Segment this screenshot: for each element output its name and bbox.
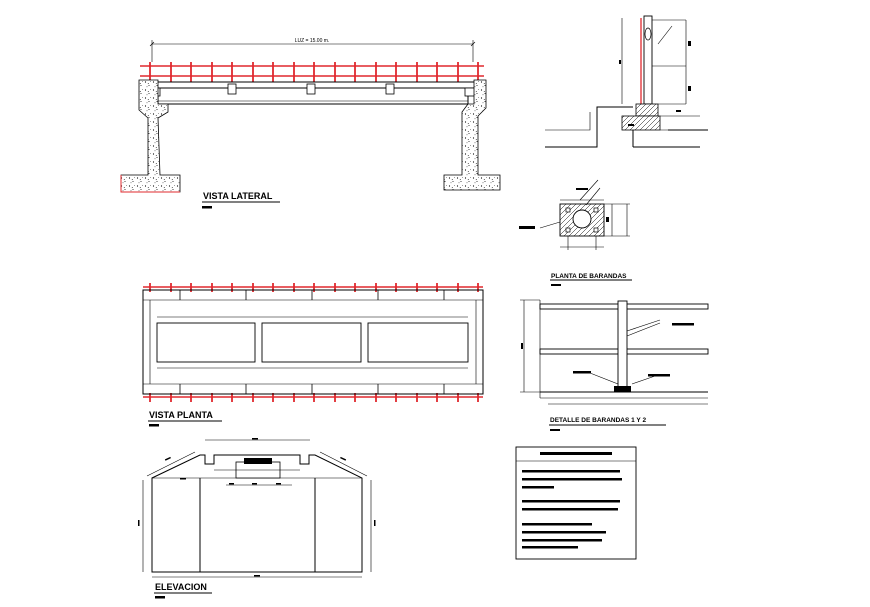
span-dimension-line: [149, 40, 476, 62]
left-abutment: [120, 79, 181, 193]
railing-plan-title: PLANTA DE BARANDAS: [551, 273, 627, 280]
plan-deck-outline: [142, 289, 484, 395]
plan-panel-1: [156, 322, 256, 363]
right-abutment: [443, 79, 501, 191]
notes-line-6: [522, 523, 592, 526]
notes-header-bar: [540, 452, 612, 455]
elevation-outline: [151, 454, 363, 573]
railing-detail-title: DETALLE DE BARANDAS 1 Y 2: [550, 417, 646, 424]
notes-line-1: [522, 470, 620, 473]
railing-plan-view: PLANTA DE BARANDAS: [519, 179, 632, 286]
notes-box: [515, 446, 637, 560]
notes-line-2: [522, 478, 622, 481]
lateral-scale-bar: [202, 206, 212, 209]
railing-plan-scale-bar: [551, 284, 561, 286]
span-dimension-text: LUZ = 15.00 m.: [295, 38, 330, 44]
lateral-railing: [140, 62, 484, 82]
left-abutment-outline: [120, 175, 180, 193]
railing-detail-view: DETALLE DE BARANDAS 1 Y 2: [520, 299, 709, 431]
plan-panel-2: [261, 322, 362, 363]
plan-panel-3: [367, 322, 469, 363]
elevation-scale-bar: [155, 596, 165, 599]
railing-detail-scale-bar: [550, 429, 560, 431]
notes-line-5: [522, 508, 618, 511]
plan-view: VISTA PLANTA: [142, 283, 484, 427]
elevation-view-title: ELEVACION: [155, 582, 207, 592]
elevation-view: ELEVACION: [138, 438, 376, 599]
elevation-dimensions: [138, 438, 376, 578]
railing-section-view: [545, 15, 708, 148]
notes-line-8: [522, 539, 602, 542]
lateral-view: LUZ = 15.00 m. VISTA LATERAL: [120, 38, 501, 209]
notes-line-3: [522, 486, 554, 489]
notes-line-9: [522, 546, 578, 549]
plan-railing-posts-top: [149, 283, 479, 394]
lateral-view-title: VISTA LATERAL: [203, 191, 273, 201]
notes-line-4: [522, 500, 620, 503]
notes-line-7: [522, 531, 606, 534]
plan-view-title: VISTA PLANTA: [149, 410, 213, 420]
plan-scale-bar: [149, 424, 159, 427]
lateral-deck: [145, 81, 480, 105]
